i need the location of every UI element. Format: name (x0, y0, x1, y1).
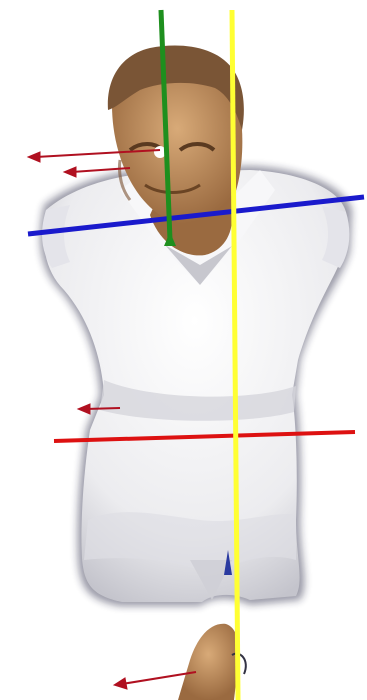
figure-canvas (0, 0, 367, 700)
figure-scene (0, 0, 367, 700)
